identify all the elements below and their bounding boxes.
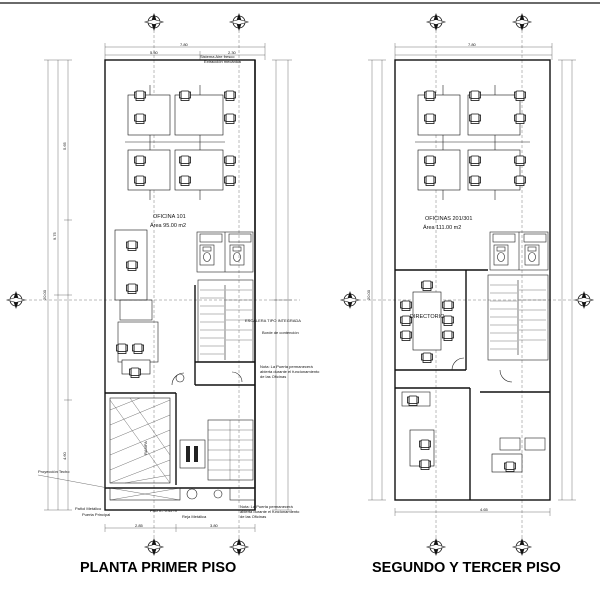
left-note-step: Piso h= 0.45 m — [150, 508, 177, 513]
left-bottom-compass-icon — [144, 537, 164, 557]
left-bathrooms — [196, 231, 254, 273]
left-door-note-3: de las Oficinas — [260, 374, 286, 379]
left-door-note-2: abierta durante el funcionamiento — [260, 369, 320, 374]
left-stair: ESCALERA TIPO INTEGRADA Borde de contenc… — [197, 279, 301, 363]
left-note-guard: Borde de contención — [262, 330, 299, 335]
left-top-compass-icon — [144, 12, 164, 32]
left-dim-total: 7.80 — [180, 42, 189, 47]
right-side-compass-icon — [340, 290, 360, 310]
right-director-label: DIRECTORIO — [410, 314, 445, 320]
left-side-dimensions: 20.00 9.75 5.65 4.60 — [42, 59, 72, 511]
right-side-dimensions: 20.00 — [366, 59, 576, 501]
left-note-railing: Pañol Metálico — [75, 506, 102, 511]
left-top-dimensions: 7.80 5.50 2.30 — [104, 42, 266, 60]
left-door-note-b3: de las Oficinas — [240, 514, 266, 519]
right-stair — [487, 274, 549, 383]
left-dim-side-b: 5.65 — [62, 141, 67, 150]
left-note-fresh-air: Sistema Aire fresco — [200, 54, 235, 59]
left-note-stair: ESCALERA TIPO INTEGRADA — [245, 318, 301, 323]
left-note-grille: Reja Metálica — [182, 514, 207, 519]
right-dim-side-total: 20.00 — [366, 289, 371, 300]
left-dim-bottom-b: 3.80 — [210, 523, 219, 528]
right-bottom-compass-icon-2 — [512, 537, 532, 557]
left-ramp-label: RAMPA — [143, 441, 148, 455]
left-ramp: RAMPA — [109, 397, 171, 484]
right-dim-bottom: 4.65 — [480, 507, 489, 512]
right-bathrooms — [489, 231, 549, 271]
right-plan: 7.80 20.00 — [340, 12, 594, 576]
left-dim-b: 2.30 — [228, 50, 237, 55]
left-side-compass-icon — [6, 290, 26, 310]
right-office-area: Área 111.00 m2 — [423, 224, 461, 231]
right-bottom-compass-icon — [426, 537, 446, 557]
right-workstations — [415, 85, 530, 200]
right-outer-wall — [394, 59, 551, 501]
right-side-compass-icon-2 — [574, 290, 594, 310]
left-right-dimensions — [272, 59, 292, 511]
right-top-compass-icon — [426, 12, 446, 32]
left-entrance — [105, 487, 256, 501]
left-door-swing — [171, 372, 185, 386]
left-office-name: OFICINA 101 — [153, 214, 186, 220]
left-dim-side-c: 4.60 — [62, 451, 67, 460]
left-note-main-door: Puerta Principal — [82, 512, 110, 517]
left-workstations — [125, 85, 236, 200]
left-dim-side-a: 9.75 — [52, 231, 57, 240]
right-lower-offices — [395, 387, 550, 500]
right-director-room: DIRECTORIO — [395, 269, 488, 371]
left-plan: 7.80 5.50 2.30 20.00 9.75 5.65 4.60 — [6, 12, 320, 576]
left-lounge — [114, 229, 153, 321]
left-note-extraction: Extracción mecánica — [204, 59, 242, 64]
left-dim-side-total: 20.00 — [42, 289, 47, 300]
left-top-compass-icon-2 — [229, 12, 249, 32]
right-top-compass-icon-2 — [512, 12, 532, 32]
left-dim-bottom-a: 2.85 — [135, 523, 144, 528]
left-reception — [116, 321, 159, 378]
right-top-dimensions: 7.80 — [394, 42, 553, 60]
left-door-note-b2: abierta durante el funcionamiento — [240, 509, 300, 514]
left-plan-title: PLANTA PRIMER PISO — [80, 560, 236, 576]
left-office-area: Área 95.00 m2 — [150, 222, 186, 229]
left-note-roof-projection: Proyección Techo — [38, 469, 70, 474]
right-dim-total: 7.80 — [468, 42, 477, 47]
right-plan-title: SEGUNDO Y TERCER PISO — [372, 560, 561, 576]
right-office-name: OFICINAS 201/301 — [425, 216, 472, 222]
left-dim-a: 5.50 — [150, 50, 159, 55]
left-door-note-b1: Nota: La Puerta permanecerá — [240, 504, 293, 509]
left-door-note-1: Nota: La Puerta permanecerá — [260, 364, 313, 369]
left-lower-stair — [179, 419, 254, 481]
left-bottom-compass-icon-2 — [229, 537, 249, 557]
